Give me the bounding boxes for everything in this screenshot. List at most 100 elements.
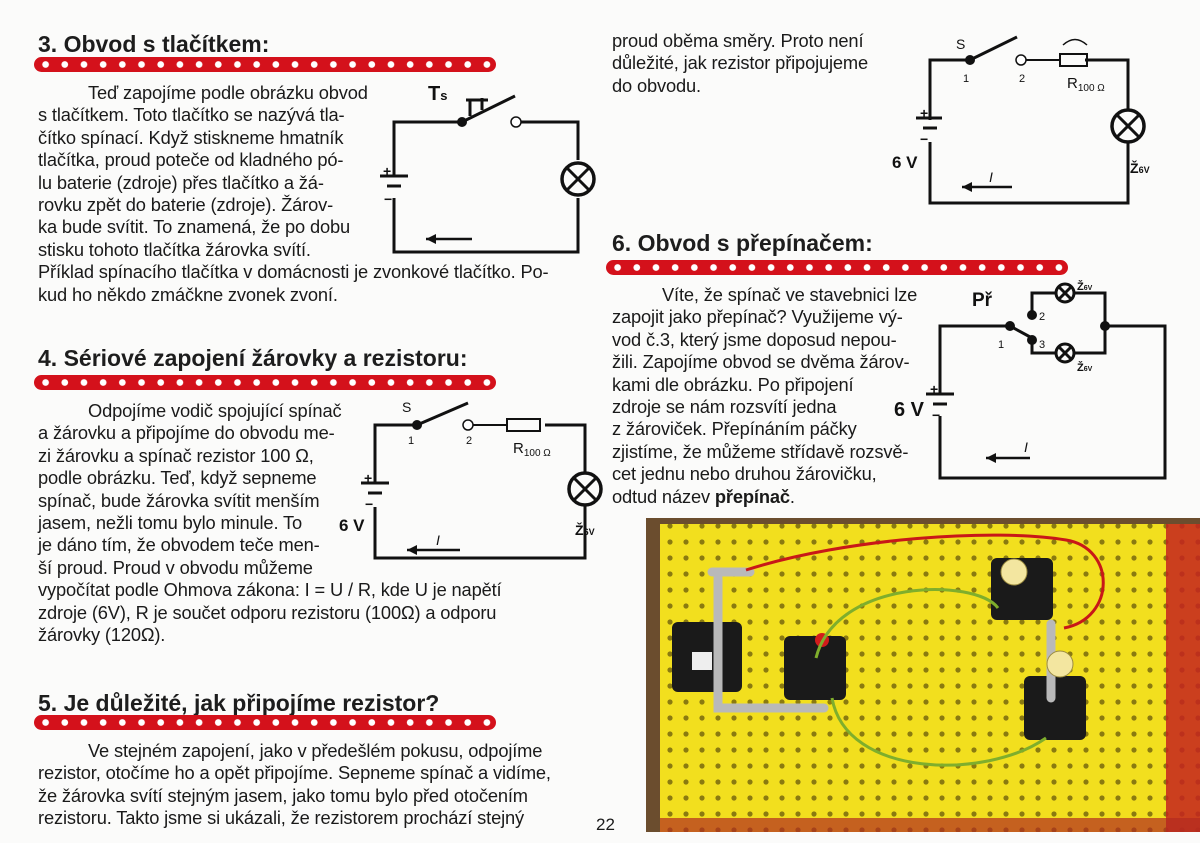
text-line: zi žárovku a spínač rezistor 100 Ω, xyxy=(38,444,314,466)
bold-term: přepínač xyxy=(714,485,790,507)
text-line: cet jednu nebo druhou žárovičku, xyxy=(612,463,877,485)
svg-text:I: I xyxy=(1024,439,1028,455)
svg-text:+: + xyxy=(364,470,372,486)
svg-text:R100 Ω: R100 Ω xyxy=(1067,75,1105,94)
svg-text:Ž6V: Ž6V xyxy=(1130,159,1150,176)
text-fragment: odtud název xyxy=(612,485,715,507)
switch-block xyxy=(784,636,846,700)
section-4-text: Odpojíme vodič spojující spínač a žárovk… xyxy=(38,400,502,646)
text-line: Ve stejném zapojení, jako v předešlém po… xyxy=(88,740,543,761)
svg-text:2: 2 xyxy=(466,435,472,447)
circuit-board-photo xyxy=(646,518,1200,832)
section-3-title: 3. Obvod s tlačítkem: xyxy=(38,31,270,57)
text-line: tlačítka, proud poteče od kladného pó- xyxy=(38,149,344,171)
svg-text:Ž6V: Ž6V xyxy=(1077,280,1093,293)
text-line: zdroje (6V), R je součet odporu rezistor… xyxy=(38,601,497,623)
current-arrow-icon xyxy=(986,453,996,463)
text-line: rezistor, otočíme ho a opět připojíme. S… xyxy=(38,762,551,784)
svg-text:1: 1 xyxy=(408,435,414,447)
svg-text:−: − xyxy=(920,131,928,147)
current-arrow-icon xyxy=(962,182,972,192)
svg-text:1: 1 xyxy=(963,73,969,85)
text-line: ka bude svítit. To znamená, že po dobu xyxy=(38,216,351,238)
text-line: že žárovka svítí stejným jasem, jako tom… xyxy=(38,784,528,806)
svg-text:+: + xyxy=(383,163,391,179)
current-arrow-icon xyxy=(426,234,436,244)
text-line: kami dle obrázku. Po připojení xyxy=(612,373,854,395)
rotate-arrow-icon xyxy=(1062,38,1088,46)
text-line: zjistíme, že můžeme střídavě rozsvě- xyxy=(612,440,909,462)
section-5-title: 5. Je důležité, jak připojíme rezistor? xyxy=(38,690,440,716)
svg-text:Ts: Ts xyxy=(428,83,447,105)
text-line: vypočítat podle Ohmova zákona: I = U / R… xyxy=(38,579,502,601)
text-line: zapojit jako přepínač? Využijeme vý- xyxy=(612,306,903,328)
text-line: z žároviček. Přepínáním páčky xyxy=(612,418,857,440)
svg-text:I: I xyxy=(436,532,440,548)
section-3-text: Teď zapojíme podle obrázku obvod s tlačí… xyxy=(38,82,549,306)
text-fragment: . xyxy=(789,485,795,507)
svg-text:−: − xyxy=(365,496,373,512)
section-4-ribbon xyxy=(34,375,496,390)
svg-text:+: + xyxy=(920,105,928,121)
text-line: Teď zapojíme podle obrázku obvod xyxy=(88,82,368,103)
section-6-title: 6. Obvod s přepínačem: xyxy=(612,230,873,256)
current-arrow-icon xyxy=(407,545,417,555)
svg-text:R100 Ω: R100 Ω xyxy=(513,440,551,459)
svg-text:+: + xyxy=(930,381,938,397)
text-line: žárovky (120Ω). xyxy=(38,623,166,645)
resistor-reversal-circuit-diagram: + − S 1 2 R100 Ω 6 V Ž6V I xyxy=(892,35,1150,205)
svg-text:−: − xyxy=(384,191,392,207)
svg-text:Ž6V: Ž6V xyxy=(575,521,595,538)
bulb-holder-bottom xyxy=(1024,676,1086,740)
text-line: je dáno tím, že obvodem teče men- xyxy=(38,534,320,556)
text-line: odtud název přepínač. xyxy=(612,486,917,508)
section-5-text: Ve stejném zapojení, jako v předešlém po… xyxy=(38,740,551,830)
text-line: rovku zpět do baterie (zdroje). Žárov- xyxy=(38,193,334,215)
svg-text:2: 2 xyxy=(1039,311,1045,323)
red-wire xyxy=(745,533,1105,630)
text-line: podle obrázku. Teď, když sepneme xyxy=(38,467,317,489)
pushbutton-circuit-diagram: + − Ts xyxy=(380,83,596,254)
text-line: do obvodu. xyxy=(612,74,701,96)
section-5-text-continued: proud oběma směry. Proto není důležité, … xyxy=(612,30,868,97)
svg-text:Př: Př xyxy=(972,290,993,311)
svg-text:6 V: 6 V xyxy=(894,399,925,421)
section-6-text: Víte, že spínač ve stavebnici lze zapoji… xyxy=(612,284,917,508)
page-number: 22 xyxy=(596,815,615,834)
text-line: zdroje se nám rozsvítí jedna xyxy=(612,395,837,417)
series-circuit-diagram: + − S 1 2 R100 Ω 6 V Ž6V I xyxy=(339,399,603,560)
text-line: spínač, bude žárovka svítit menším xyxy=(38,489,320,511)
section-6-ribbon xyxy=(606,260,1068,275)
section-3-ribbon xyxy=(34,57,496,72)
text-line: čítko spínací. Když stiskneme hmatník xyxy=(38,126,344,148)
text-line: vod č.3, který jsme doposud nepou- xyxy=(612,328,897,350)
text-line: s tlačítkem. Toto tlačítko se nazývá tla… xyxy=(38,104,345,126)
svg-text:2: 2 xyxy=(1019,73,1025,85)
text-line: ší proud. Proud v obvodu můžeme xyxy=(38,556,313,578)
svg-text:Ž6V: Ž6V xyxy=(1077,361,1093,374)
text-line: rezistoru. Takto jsme si ukázali, že rez… xyxy=(38,807,525,829)
svg-text:3: 3 xyxy=(1039,339,1045,351)
text-line: Příklad spínacího tlačítka v domácnosti … xyxy=(38,261,549,283)
svg-text:1: 1 xyxy=(998,339,1004,351)
text-line: důležité, jak rezistor připojujeme xyxy=(612,52,869,74)
svg-text:S: S xyxy=(402,399,411,415)
svg-text:−: − xyxy=(932,407,940,423)
text-line: a žárovku a připojíme do obvodu me- xyxy=(38,422,335,444)
text-line: Odpojíme vodič spojující spínač xyxy=(88,400,342,421)
text-line: jasem, nežli tomu bylo minule. To xyxy=(38,511,302,533)
svg-text:S: S xyxy=(956,36,965,52)
text-line: kud ho někdo zmáčkne zvonek zvoní. xyxy=(38,283,338,305)
text-line: proud oběma směry. Proto není xyxy=(612,30,864,51)
text-line: žili. Zapojíme obvod se dvěma žárov- xyxy=(612,351,910,373)
text-line: Víte, že spínač ve stavebnici lze xyxy=(662,284,918,305)
svg-text:6 V: 6 V xyxy=(339,516,365,535)
section-5-ribbon xyxy=(34,715,496,730)
changeover-switch-circuit-diagram: + − Př 1 2 3 6 V Ž6V Ž6V I xyxy=(894,280,1167,480)
svg-text:I: I xyxy=(989,169,993,185)
svg-text:6 V: 6 V xyxy=(892,153,918,172)
text-line: lu baterie (zdroje) přes tlačítko a žá- xyxy=(38,171,324,193)
switch-contact xyxy=(457,117,467,127)
section-4-title: 4. Sériové zapojení žárovky a rezistoru: xyxy=(38,345,468,371)
green-wire xyxy=(814,588,1047,767)
